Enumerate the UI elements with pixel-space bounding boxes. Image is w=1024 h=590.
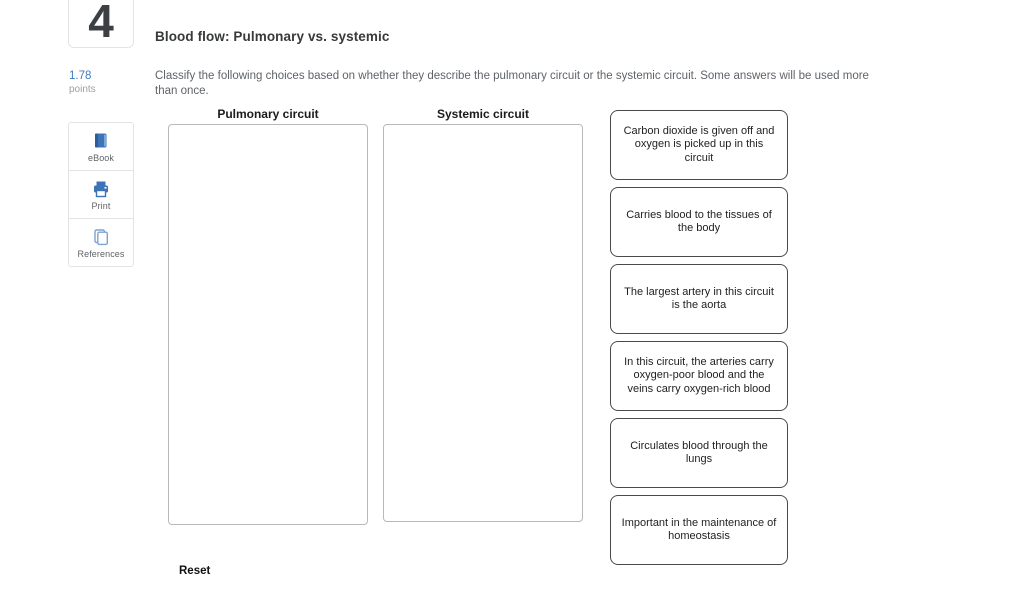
sidebar-item-label: References	[77, 248, 125, 259]
answer-card-carries-blood-tissues[interactable]: Carries blood to the tissues of the body	[610, 187, 788, 257]
sidebar-item-label: eBook	[87, 152, 115, 163]
answer-card-text: The largest artery in this circuit is th…	[624, 285, 774, 312]
answer-card-carbon-dioxide[interactable]: Carbon dioxide is given off and oxygen i…	[610, 110, 788, 180]
references-icon	[91, 227, 111, 247]
dropzone-header-systemic: Systemic circuit	[436, 107, 530, 121]
sidebar-item-label: Print	[91, 200, 111, 211]
answer-card-text: Carries blood to the tissues of the body	[626, 208, 772, 235]
ebook-icon	[91, 131, 111, 151]
points-block: 1.78 points	[69, 70, 96, 96]
sidebar-item-print[interactable]: Print	[68, 170, 134, 219]
sidebar-item-ebook[interactable]: eBook	[68, 122, 134, 171]
answer-card-homeostasis[interactable]: Important in the maintenance of homeosta…	[610, 495, 788, 565]
instructions-text: Classify the following choices based on …	[155, 70, 869, 97]
sidebar-item-references[interactable]: References	[68, 218, 134, 267]
answer-card-text: Carbon dioxide is given off and oxygen i…	[623, 124, 775, 164]
answer-card-text: In this circuit, the arteries carry oxyg…	[624, 355, 774, 395]
tool-sidebar: eBook Print References	[68, 122, 134, 267]
points-value: 1.78	[69, 70, 92, 82]
answer-card-list: Carbon dioxide is given off and oxygen i…	[610, 110, 788, 565]
print-icon	[91, 179, 111, 199]
points-label: points	[69, 84, 96, 95]
question-number: 4	[88, 0, 114, 47]
answer-card-text: Circulates blood through the lungs	[630, 439, 768, 466]
dropzone-header-pulmonary: Pulmonary circuit	[217, 107, 319, 121]
page-title: Blood flow: Pulmonary vs. systemic	[155, 29, 390, 44]
answer-card-circulates-lungs[interactable]: Circulates blood through the lungs	[610, 418, 788, 488]
dropzone-systemic[interactable]	[383, 124, 583, 522]
answer-card-largest-artery-aorta[interactable]: The largest artery in this circuit is th…	[610, 264, 788, 334]
dropzone-pulmonary[interactable]	[168, 124, 368, 525]
answer-card-arteries-oxygen-poor[interactable]: In this circuit, the arteries carry oxyg…	[610, 341, 788, 411]
reset-button[interactable]: Reset	[179, 565, 211, 577]
question-number-box: 4	[68, 0, 134, 48]
answer-card-text: Important in the maintenance of homeosta…	[621, 516, 777, 543]
